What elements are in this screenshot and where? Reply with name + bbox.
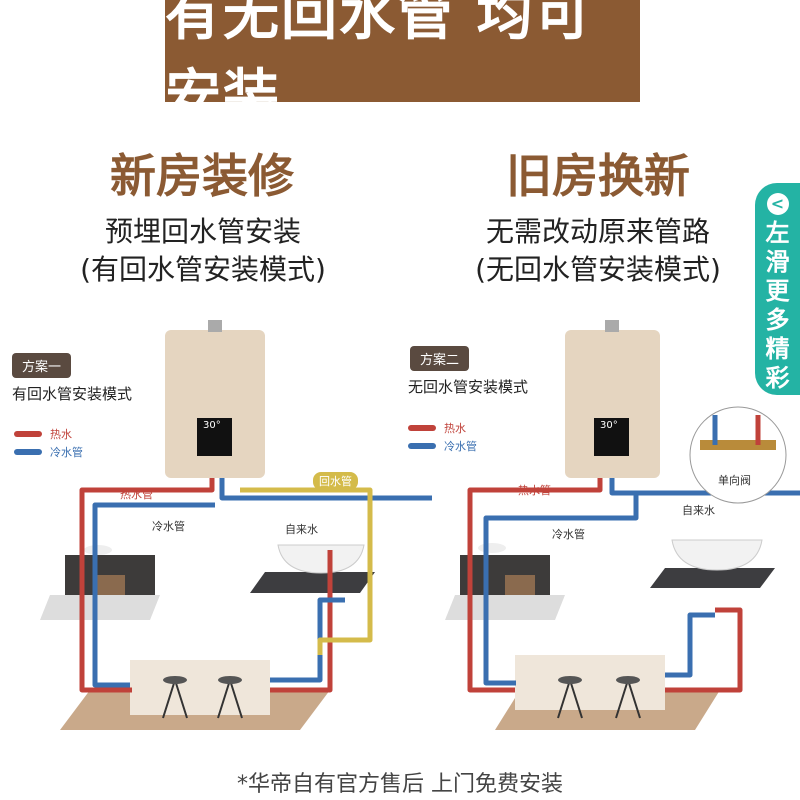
- tab-char: 多: [765, 306, 790, 334]
- hot-swatch: [14, 431, 42, 437]
- tab-char: 彩: [765, 364, 790, 392]
- left-diagram: [40, 320, 432, 730]
- legend-hot: 热水: [408, 420, 466, 436]
- hot-pipe-label: 热水管: [120, 488, 153, 501]
- tab-char: 左: [765, 219, 790, 247]
- cold-pipe-label: 冷水管: [552, 528, 585, 541]
- tap-water-label: 自来水: [682, 504, 715, 517]
- hot-swatch: [408, 425, 436, 431]
- heater-display: 30°: [600, 420, 618, 431]
- tab-char: 精: [765, 335, 790, 363]
- hot-pipe-label: 热水管: [518, 484, 551, 497]
- return-pipe-label: 回水管: [313, 472, 358, 490]
- left-subtitle-mode: (有回水管安装模式): [80, 253, 326, 286]
- title-banner: 有无回水管 均可安装: [165, 0, 640, 129]
- cold-swatch: [408, 443, 436, 449]
- check-valve-label: 单向阀: [718, 474, 751, 487]
- right-subtitle-mode: (无回水管安装模式): [475, 253, 721, 286]
- right-subtitle: 无需改动原来管路: [485, 215, 710, 248]
- cold-swatch: [14, 449, 42, 455]
- heater-display: 30°: [203, 420, 221, 431]
- tab-char: 更: [765, 277, 790, 305]
- scheme-one-badge: 方案一: [12, 353, 72, 378]
- scheme-one-mode: 有回水管安装模式: [12, 385, 133, 403]
- right-diagram: [445, 320, 800, 730]
- swipe-more-tab[interactable]: < 左 滑 更 多 精 彩: [755, 183, 800, 395]
- left-subtitle: 预埋回水管安装: [104, 215, 301, 248]
- legend-cold: 冷水管: [408, 438, 477, 454]
- left-heading: 新房装修: [110, 149, 294, 203]
- tab-char: 滑: [765, 248, 790, 276]
- scheme-two-badge: 方案二: [410, 346, 470, 371]
- chevron-left-icon: <: [766, 193, 789, 215]
- scheme-two-mode: 无回水管安装模式: [408, 378, 529, 396]
- legend-hot: 热水: [14, 426, 72, 442]
- legend-cold: 冷水管: [14, 444, 83, 460]
- right-heading: 旧房换新: [506, 149, 690, 203]
- cold-pipe-label: 冷水管: [152, 520, 185, 533]
- footer-note: *华帝自有官方售后 上门免费安装: [237, 772, 563, 797]
- tap-water-label: 自来水: [285, 523, 318, 536]
